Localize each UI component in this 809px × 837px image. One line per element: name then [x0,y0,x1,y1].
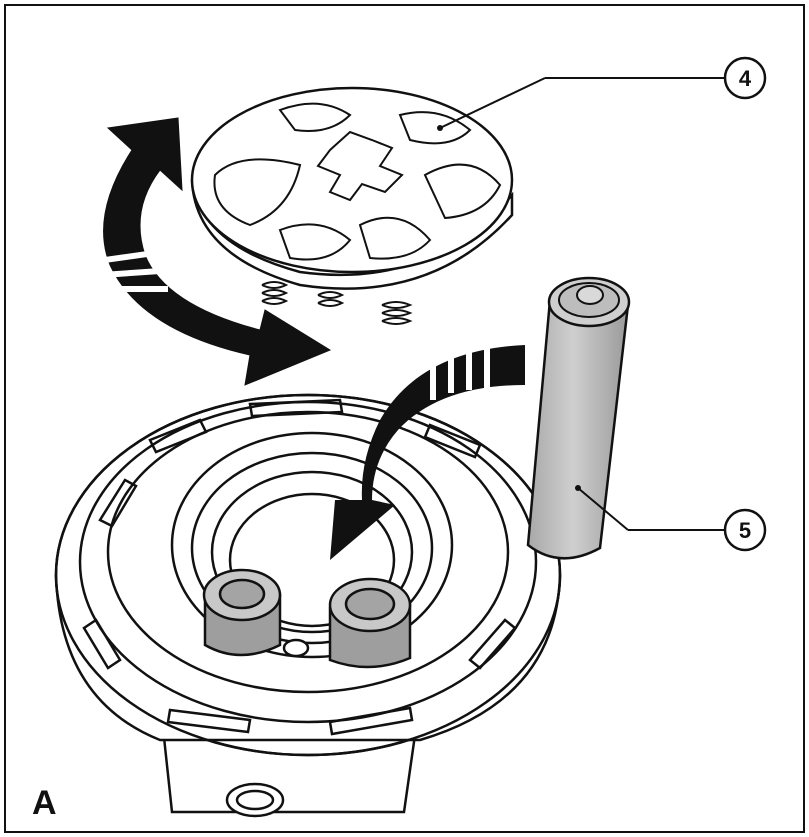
battery-cap [190,86,514,325]
callout-5: 5 [575,485,767,552]
callout-4-leader [439,77,546,129]
loose-battery [526,276,631,560]
installed-battery-left-cap [218,578,266,610]
callout-5-leader [577,487,629,531]
callout-5-dot [575,485,581,491]
callout-5-number: 5 [739,518,751,543]
insert-arrow [330,340,525,560]
cap-springs [261,281,413,325]
callout-4-dot [437,125,443,131]
loose-battery-terminal [576,285,604,305]
panel-label: A [32,784,57,822]
cap-rim [190,179,514,290]
cap-cross-slot [316,130,404,202]
battery-housing [54,393,562,818]
insert-arrow-stripes [430,340,490,400]
cap-petals [213,102,502,261]
rotation-arrow-stripes [95,249,168,292]
housing-flange-rim [54,393,562,757]
installed-battery-right-cap [344,587,396,621]
callout-4: 4 [437,56,767,131]
insert-arrow-body [330,345,525,560]
rotation-arrow-body [103,117,332,386]
loose-battery-body [526,298,630,560]
housing-notches [82,398,517,736]
callout-4-circle [723,56,767,100]
callout-4-number: 4 [739,66,752,91]
installed-batteries [202,568,412,669]
housing-hole-inner [235,789,275,811]
housing-center-post [282,638,310,658]
figure-frame [4,4,805,833]
callout-5-circle [723,508,767,552]
rotation-arrow [95,117,332,386]
